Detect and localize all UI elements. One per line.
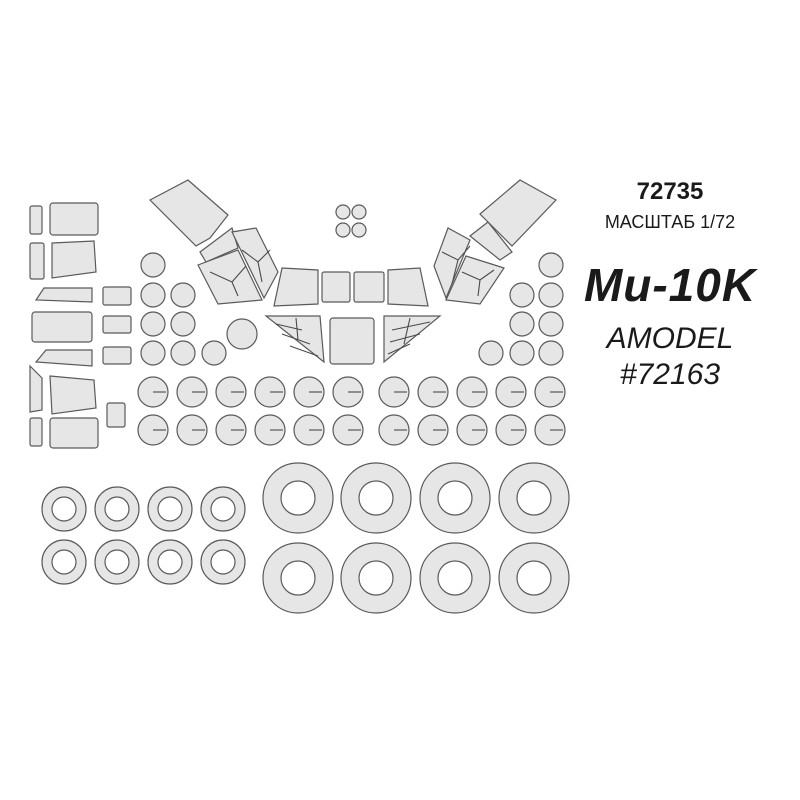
manufacturer-name: AMODEL bbox=[606, 322, 734, 355]
wheel-mask bbox=[419, 542, 491, 614]
small-round-masks bbox=[140, 252, 564, 366]
wheel-mask bbox=[340, 542, 412, 614]
wheel-masks bbox=[41, 462, 570, 614]
top-small-circle-masks bbox=[335, 204, 367, 238]
scale-label: МАСШТАБ 1/72 bbox=[604, 212, 736, 232]
wheel-mask bbox=[340, 462, 412, 534]
wheel-mask bbox=[419, 462, 491, 534]
catalog-number: #72163 bbox=[619, 358, 721, 391]
wheel-mask bbox=[200, 486, 246, 532]
wheel-mask bbox=[262, 462, 334, 534]
left-window-masks bbox=[29, 202, 132, 449]
wheel-mask bbox=[498, 542, 570, 614]
wheel-mask bbox=[94, 486, 140, 532]
wheel-mask bbox=[41, 539, 87, 585]
wheel-mask bbox=[147, 539, 193, 585]
wheel-mask bbox=[147, 486, 193, 532]
medium-round-masks bbox=[137, 376, 566, 446]
wheel-mask bbox=[41, 486, 87, 532]
canopy-masks bbox=[148, 179, 557, 365]
wheel-mask bbox=[262, 542, 334, 614]
wheel-mask bbox=[498, 462, 570, 534]
product-code: 72735 bbox=[636, 178, 704, 205]
wheel-mask bbox=[94, 539, 140, 585]
wheel-mask bbox=[200, 539, 246, 585]
model-name: Mи-10K bbox=[583, 259, 757, 311]
